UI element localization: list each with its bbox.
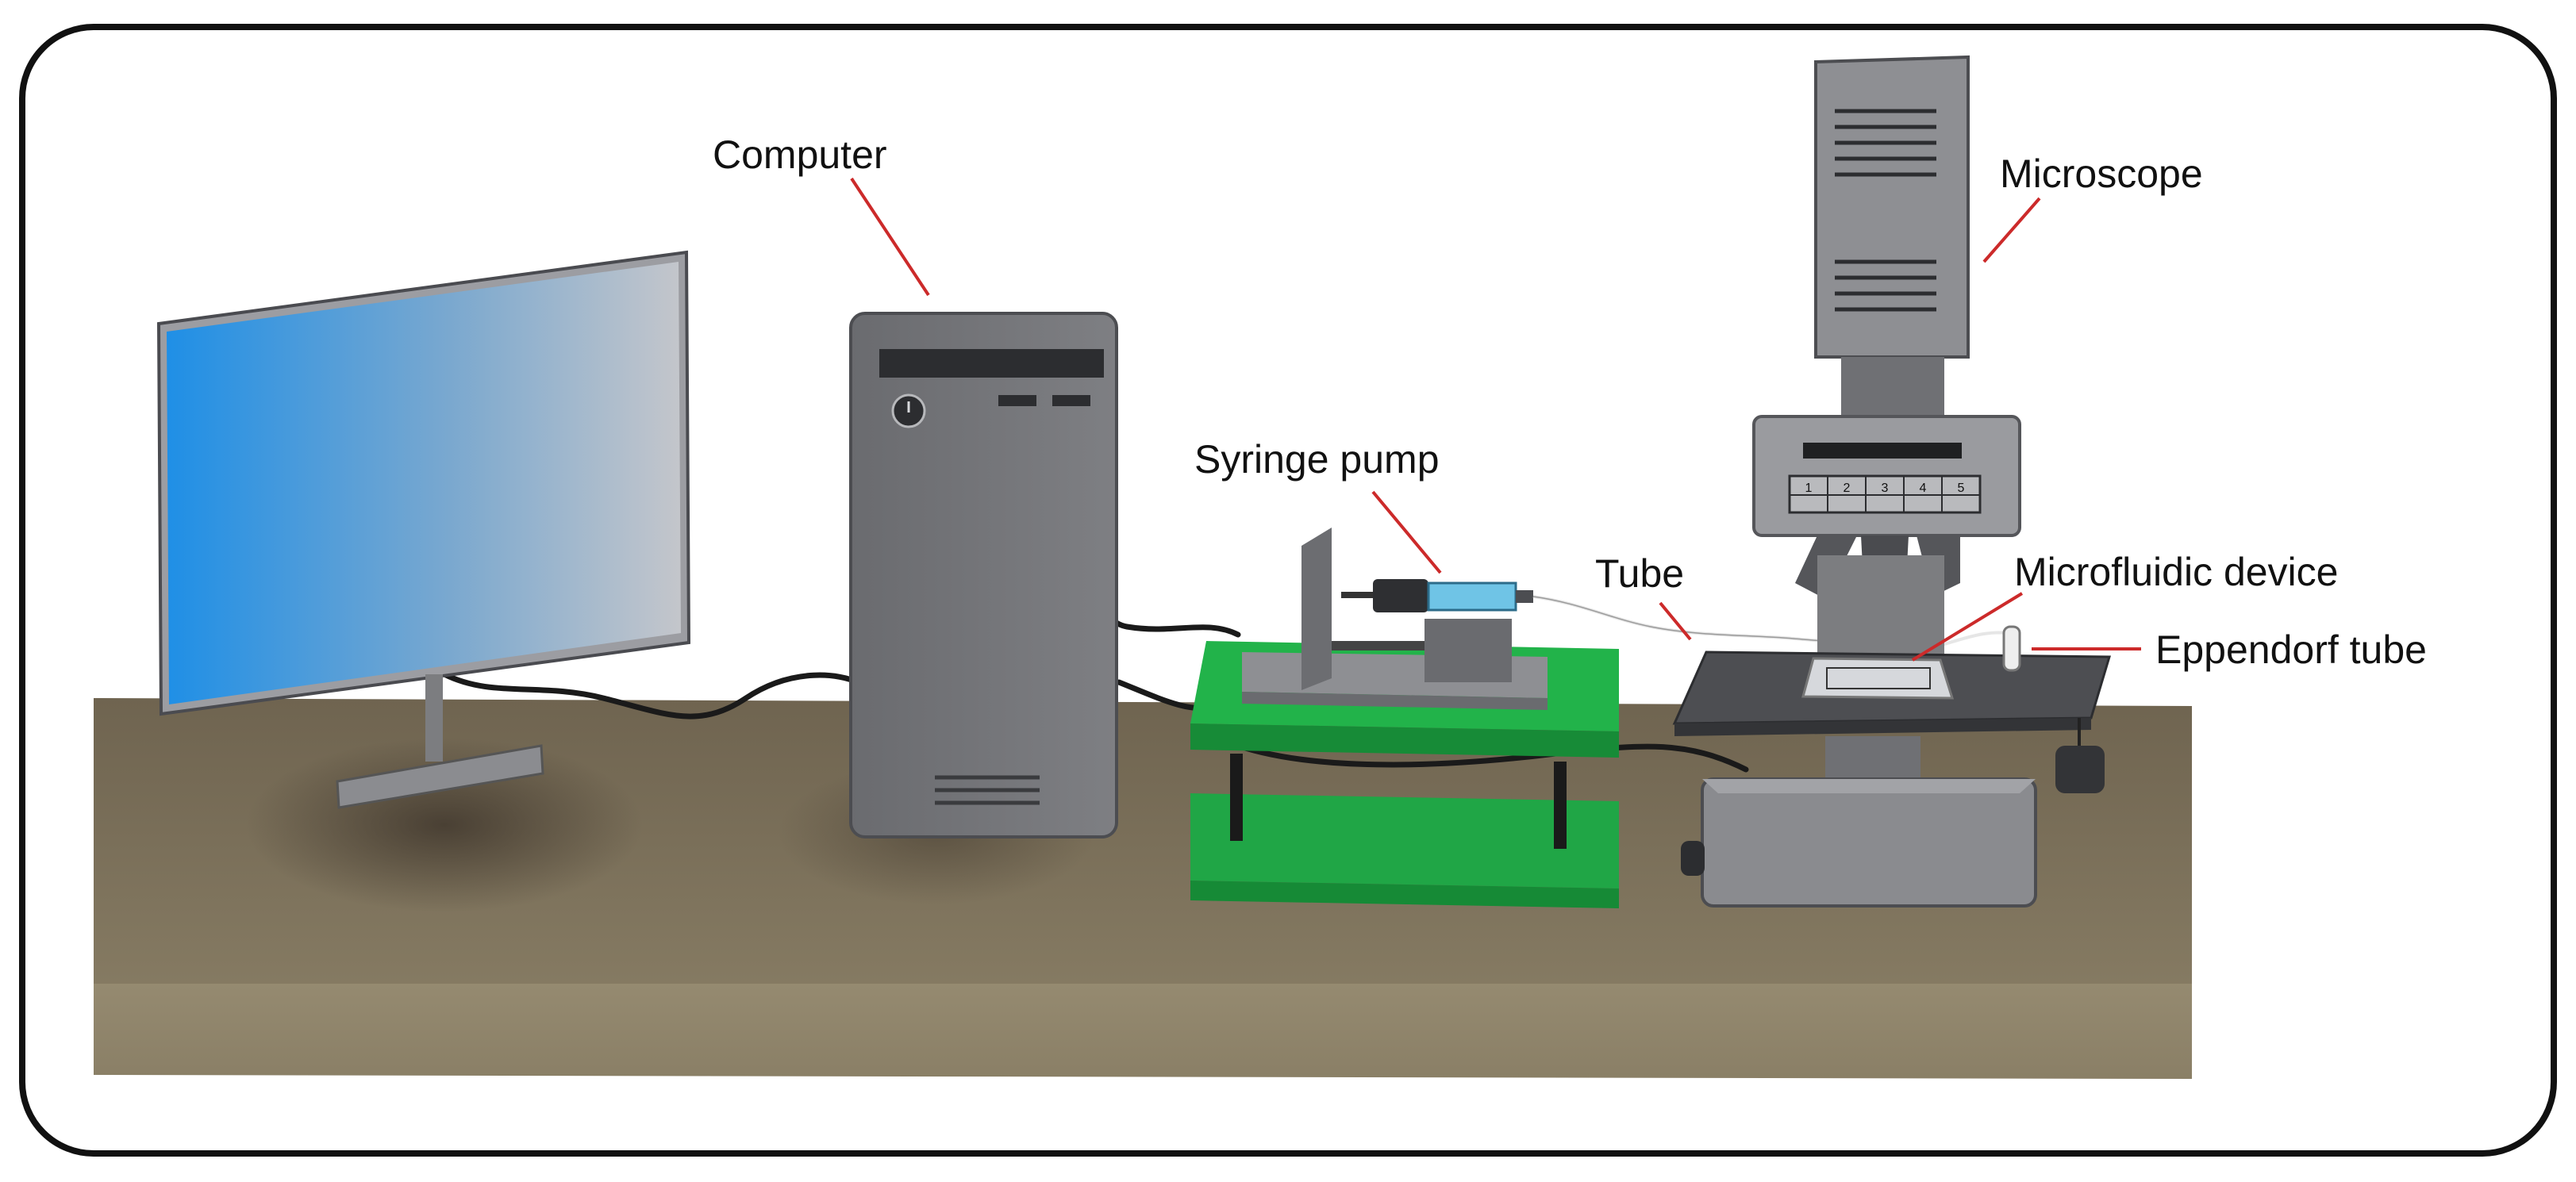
usb-port xyxy=(998,395,1036,406)
microscope-keypad: 1 2 3 4 5 xyxy=(1788,474,1982,514)
focus-knob xyxy=(1681,841,1705,876)
monitor-stand-neck xyxy=(425,674,443,762)
computer-tower xyxy=(849,312,1118,839)
pump-carriage xyxy=(1424,619,1512,682)
syringe-pump xyxy=(1190,528,1619,908)
label-microfluidic-device: Microfluidic device xyxy=(2014,550,2338,594)
keypad-button: 3 xyxy=(1882,482,1889,495)
lab-bench xyxy=(94,698,2192,1079)
monitor-stand-base xyxy=(336,744,544,809)
leader-lines xyxy=(850,177,2141,662)
label-tube: Tube xyxy=(1595,551,1684,596)
tower-vent xyxy=(935,775,1040,805)
syringe-barrel xyxy=(1427,581,1517,612)
label-eppendorf-tube: Eppendorf tube xyxy=(2155,627,2427,672)
keypad-button: 4 xyxy=(1920,482,1927,495)
monitor xyxy=(156,250,691,809)
keypad-button: 5 xyxy=(1958,482,1965,495)
microscope-vent xyxy=(1835,109,1936,312)
label-microscope: Microscope xyxy=(2000,152,2203,196)
keypad-button: 1 xyxy=(1805,482,1813,495)
label-computer: Computer xyxy=(713,132,887,177)
monitor-screen xyxy=(167,262,681,704)
keypad-button: 2 xyxy=(1844,482,1851,495)
pump-pusher-block xyxy=(1301,528,1332,690)
label-syringe-pump: Syringe pump xyxy=(1194,437,1440,482)
usb-port xyxy=(1052,395,1090,406)
eppendorf-tube-shape xyxy=(2002,625,2021,672)
microscope: 1 2 3 4 5 xyxy=(1672,55,2112,908)
